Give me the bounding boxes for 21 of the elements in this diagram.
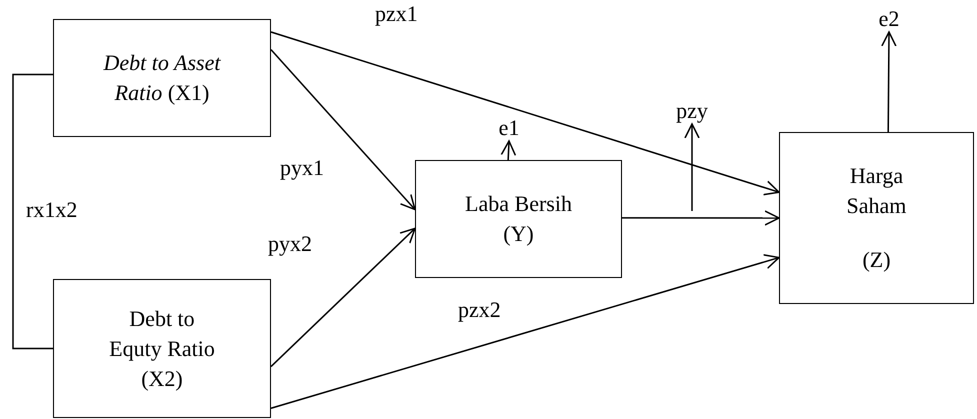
variable-label: e1 [497, 115, 521, 141]
connector-line [12, 74, 53, 350]
box-text: Debt to Asset Ratio (X1) [102, 49, 222, 107]
arrow [684, 123, 700, 211]
arrow [270, 49, 416, 210]
box-text: Harga Saham [846, 162, 908, 220]
variable-label: e2 [876, 6, 902, 32]
box-text: Debt to Equty Ratio (X2) [108, 304, 216, 393]
variable-box [779, 132, 974, 304]
variable-box [415, 160, 622, 278]
arrow [622, 210, 780, 226]
arrow [270, 31, 780, 196]
arrow [270, 228, 416, 368]
arrow [500, 140, 516, 160]
arrow [270, 254, 780, 409]
variable-box [53, 279, 271, 418]
arrow [881, 31, 897, 132]
box-text: (Z) [861, 246, 892, 274]
variable-label: pzy [671, 98, 713, 124]
box-text: Laba Bersih (Y) [464, 190, 573, 248]
variable-box [53, 19, 271, 137]
